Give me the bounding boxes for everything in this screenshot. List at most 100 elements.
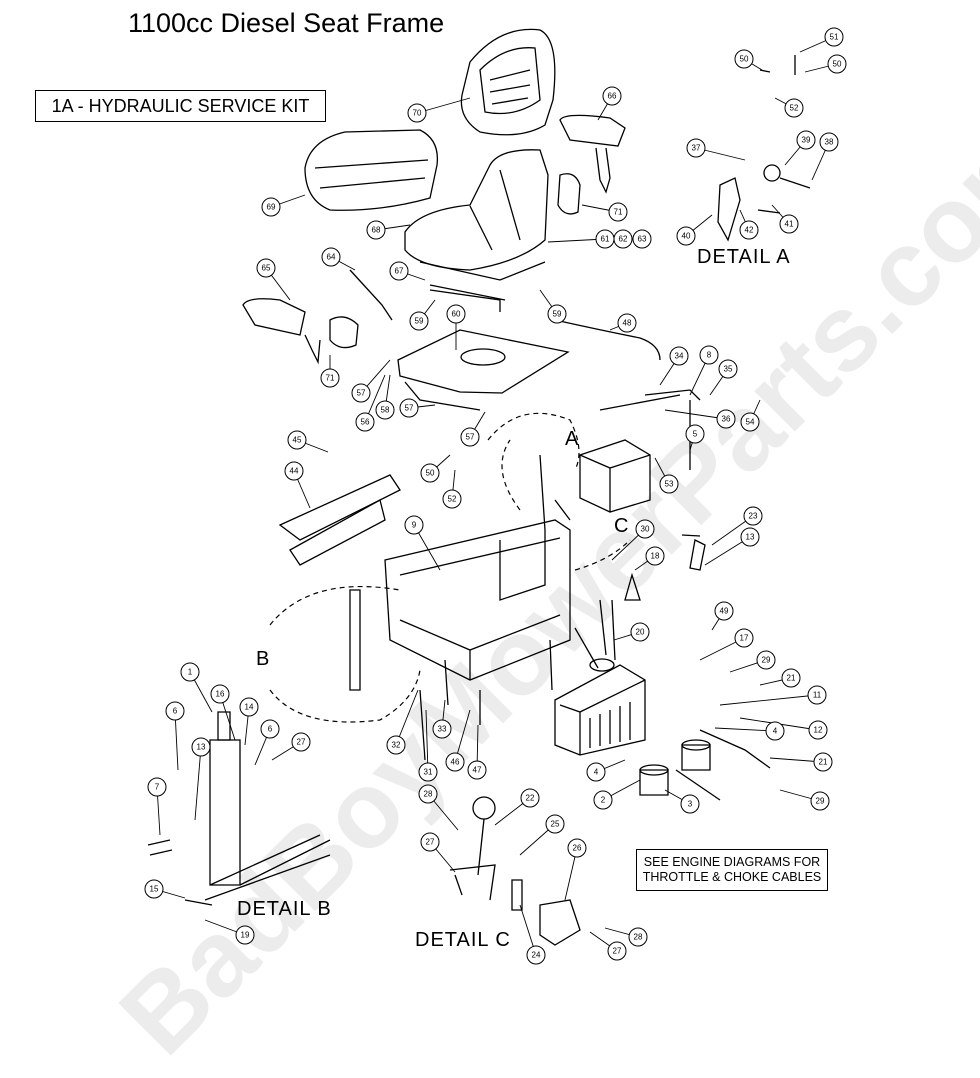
- callout-label: 52: [790, 104, 799, 113]
- callout-2: 2: [593, 790, 613, 810]
- callout-label: 26: [573, 844, 582, 853]
- callout-label: 32: [392, 741, 401, 750]
- detail-b-indicator: [269, 585, 421, 723]
- callout-label: 64: [327, 253, 336, 262]
- detail-c-indicator: [574, 539, 631, 571]
- detail-b-lever: [204, 589, 361, 901]
- callout-21: 21: [813, 752, 833, 772]
- callout-label: 5: [693, 430, 698, 439]
- callout-label: 71: [614, 208, 623, 217]
- callout-56: 56: [355, 412, 375, 432]
- callout-label: 27: [613, 947, 622, 956]
- callout-57: 57: [399, 398, 419, 418]
- callout-label: 28: [634, 933, 643, 942]
- callout-61: 61: [595, 229, 615, 249]
- callout-3: 3: [680, 794, 700, 814]
- callout-47: 47: [467, 760, 487, 780]
- callout-label: 40: [682, 232, 691, 241]
- callout-14: 14: [239, 697, 259, 717]
- callout-label: 45: [293, 436, 302, 445]
- callout-11: 11: [807, 685, 827, 705]
- callout-63: 63: [632, 229, 652, 249]
- callout-label: 46: [451, 758, 460, 767]
- callout-29: 29: [756, 650, 776, 670]
- callout-52: 52: [442, 489, 462, 509]
- callout-22: 22: [520, 788, 540, 808]
- callout-37: 37: [686, 138, 706, 158]
- callout-label: 6: [268, 725, 273, 734]
- view-letter-b: B: [256, 648, 270, 670]
- callout-label: 23: [749, 512, 758, 521]
- callout-leader: [664, 409, 727, 420]
- callout-70: 70: [407, 103, 427, 123]
- callout-25: 25: [545, 814, 565, 834]
- callout-65: 65: [256, 258, 276, 278]
- view-letter-a: A: [565, 428, 579, 450]
- hardware: [147, 389, 706, 906]
- callout-label: 31: [424, 768, 433, 777]
- callout-50: 50: [734, 49, 754, 69]
- seat-frame: [278, 474, 571, 681]
- view-letter-c: C: [614, 515, 629, 537]
- callout-42: 42: [739, 220, 759, 240]
- callout-23: 23: [743, 506, 763, 526]
- battery: [579, 439, 651, 513]
- callout-27: 27: [420, 832, 440, 852]
- callout-label: 7: [155, 783, 160, 792]
- callout-label: 20: [636, 628, 645, 637]
- callout-label: 17: [740, 634, 749, 643]
- callout-label: 15: [150, 885, 159, 894]
- callout-label: 48: [623, 319, 632, 328]
- callout-label: 2: [601, 796, 606, 805]
- callout-32: 32: [386, 735, 406, 755]
- callout-6: 6: [165, 701, 185, 721]
- callout-label: 1: [188, 668, 193, 677]
- callout-leader: [174, 710, 179, 771]
- callout-leader: [719, 694, 818, 706]
- detail-a-parts: [717, 55, 811, 242]
- callout-34: 34: [669, 346, 689, 366]
- detail-c-parts: [449, 796, 581, 946]
- hydraulic-service-kit-label: 1A - HYDRAULIC SERVICE KIT: [35, 90, 326, 122]
- callout-53: 53: [659, 474, 679, 494]
- hydraulic-tank: [554, 599, 646, 756]
- callout-label: 4: [594, 768, 599, 777]
- callout-label: 50: [740, 55, 749, 64]
- callout-68: 68: [366, 220, 386, 240]
- callout-label: 21: [787, 674, 796, 683]
- callout-label: 44: [290, 467, 299, 476]
- callout-label: 11: [813, 691, 822, 700]
- callout-label: 57: [466, 433, 475, 442]
- callout-4: 4: [586, 762, 606, 782]
- seat-belt-buckle: [329, 173, 581, 349]
- seat-assembly: [404, 149, 549, 301]
- callout-label: 59: [415, 317, 424, 326]
- note-line-1: SEE ENGINE DIAGRAMS FOR: [643, 855, 821, 869]
- callout-59: 59: [547, 304, 567, 324]
- callout-5: 5: [685, 424, 705, 444]
- callout-label: 29: [816, 797, 825, 806]
- callout-15: 15: [144, 879, 164, 899]
- seat-switch-cable: [554, 319, 661, 361]
- callout-label: 57: [357, 389, 366, 398]
- callout-label: 42: [745, 226, 754, 235]
- callout-label: 9: [412, 521, 417, 530]
- callout-66: 66: [602, 86, 622, 106]
- callout-38: 38: [819, 132, 839, 152]
- callout-label: 13: [746, 533, 755, 542]
- callout-label: 39: [802, 136, 811, 145]
- callout-21: 21: [781, 668, 801, 688]
- callout-67: 67: [389, 261, 409, 281]
- engine-diagram-note: SEE ENGINE DIAGRAMS FOR THROTTLE & CHOKE…: [636, 849, 828, 891]
- detail-c-label: DETAIL C: [415, 929, 511, 951]
- detail-b-label: DETAIL B: [237, 898, 332, 920]
- callout-leader: [194, 746, 202, 821]
- callout-label: 58: [381, 406, 390, 415]
- callout-27: 27: [607, 941, 627, 961]
- callout-label: 27: [297, 738, 306, 747]
- callout-64: 64: [321, 247, 341, 267]
- callout-46: 46: [445, 752, 465, 772]
- callout-71: 71: [320, 368, 340, 388]
- callout-71: 71: [608, 202, 628, 222]
